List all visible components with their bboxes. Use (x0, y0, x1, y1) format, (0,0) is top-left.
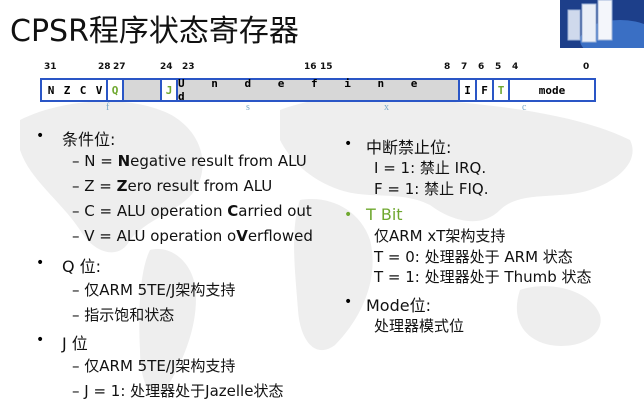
n-flag-desc: – N = Negative result from ALU (72, 152, 307, 170)
group-x-label: x (384, 102, 389, 113)
field-j: J (162, 78, 178, 102)
group-s-label: s (246, 102, 250, 113)
group-c-label: c (522, 102, 527, 113)
t-bit-desc-3: T = 1: 处理器处于 Thumb 状态 (374, 268, 592, 286)
mode-bits-desc: 处理器模式位 (374, 317, 465, 335)
v-flag-desc: – V = ALU operation oVerflowed (72, 227, 313, 245)
bullet-dot: • (36, 332, 45, 348)
field-z: Z (63, 83, 71, 97)
field-mode: mode (510, 78, 596, 102)
cube-logo-icon (560, 0, 644, 48)
bit-4-label: 4 (512, 62, 519, 72)
page-title: CPSR程序状态寄存器 (10, 14, 299, 49)
bit-16-label: 16 (304, 62, 317, 72)
bit-5-label: 5 (495, 62, 502, 72)
bullet-dot: • (344, 294, 353, 310)
bit-6-label: 6 (478, 62, 485, 72)
bit-27-label: 27 (113, 62, 126, 72)
group-f-label: f (106, 102, 110, 113)
t-bit-desc-1: 仅ARM xT架构支持 (374, 227, 506, 245)
c-flag-desc: – C = ALU operation Carried out (72, 202, 312, 220)
field-q: Q (108, 78, 124, 102)
bit-0-label: 0 (583, 62, 590, 72)
cpsr-register-diagram: N Z C V Q J U n d e f i n e d I F T mode (40, 77, 596, 103)
j-bit-desc-1: – 仅ARM 5TE/J架构支持 (72, 357, 236, 375)
bullet-dot: • (36, 255, 45, 271)
field-n: N (47, 83, 55, 97)
field-t: T (494, 78, 510, 102)
bit-23-label: 23 (182, 62, 195, 72)
j-bit-desc-2: – J = 1: 处理器处于Jazelle状态 (72, 382, 284, 400)
field-v: V (95, 83, 103, 97)
bit-15-label: 15 (320, 62, 333, 72)
mode-bits-heading: Mode位: (366, 296, 431, 315)
bit-28-label: 28 (98, 62, 111, 72)
field-c: C (79, 83, 87, 97)
field-undefined: U n d e f i n e d (178, 77, 460, 103)
bit-7-label: 7 (461, 62, 468, 72)
bit-31-label: 31 (44, 62, 57, 72)
bit-8-label: 8 (444, 62, 451, 72)
interrupt-disable-heading: 中断禁止位: (366, 138, 452, 157)
bullet-dot: • (344, 136, 353, 152)
bullet-dot: • (36, 128, 45, 144)
field-reserved-1 (124, 78, 162, 102)
z-flag-desc: – Z = Zero result from ALU (72, 177, 273, 195)
flags-nzcv-box (40, 78, 108, 102)
field-i: I (460, 78, 477, 102)
q-bit-desc-1: – 仅ARM 5TE/J架构支持 (72, 281, 236, 299)
t-bit-heading: T Bit (366, 205, 403, 224)
t-bit-desc-2: T = 0: 处理器处于 ARM 状态 (374, 248, 573, 266)
field-f: F (477, 78, 494, 102)
q-bit-desc-2: – 指示饱和状态 (72, 306, 175, 324)
f-bit-desc: F = 1: 禁止 FIQ. (374, 180, 489, 198)
i-bit-desc: I = 1: 禁止 IRQ. (374, 159, 487, 177)
bullet-dot: • (344, 207, 353, 223)
j-bit-heading: J 位 (62, 334, 88, 353)
bit-24-label: 24 (160, 62, 173, 72)
condition-bits-heading: 条件位: (62, 130, 116, 149)
q-bit-heading: Q 位: (62, 257, 102, 276)
